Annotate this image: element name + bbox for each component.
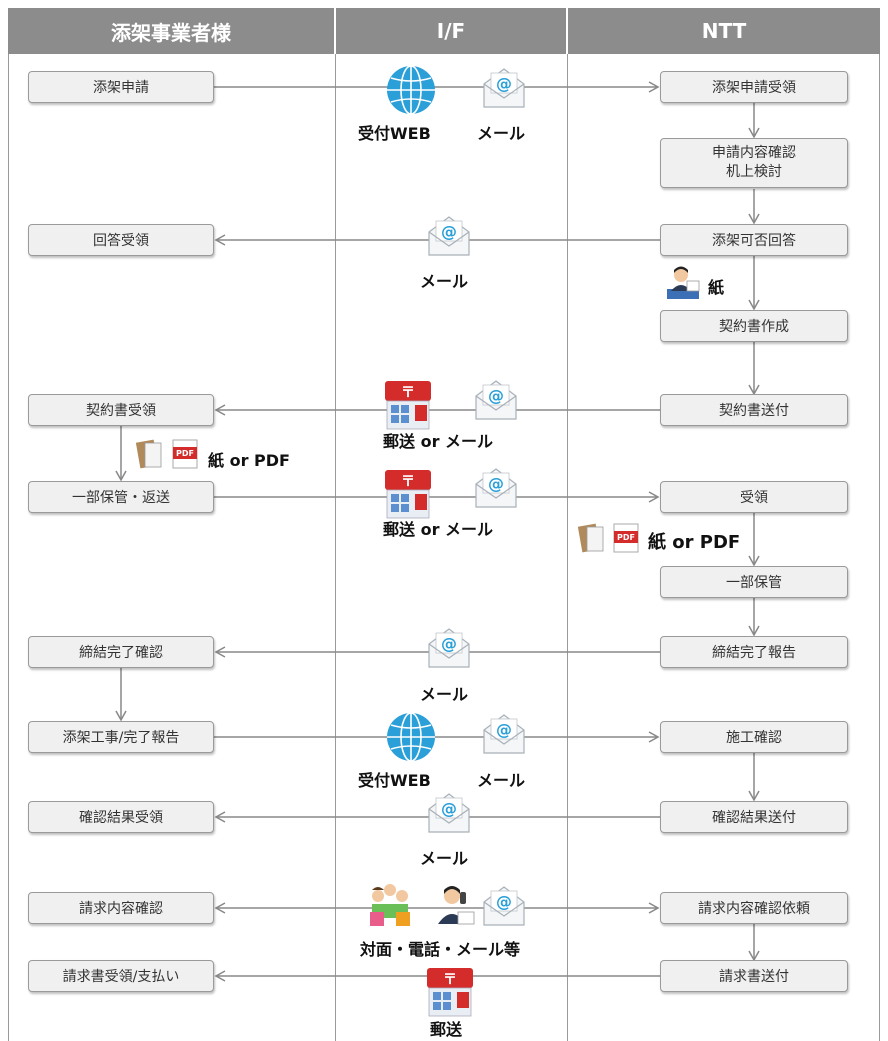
step-construction-report: 添架工事/完了報告 [28,721,214,753]
header-if: I/F [336,8,566,54]
mail-icon: @ [428,216,470,256]
step-keep-return: 一部保管・返送 [28,481,214,513]
globe-icon [387,65,435,115]
label-mail-1: メール [477,124,526,143]
step-desk-review: 申請内容確認机上検討 [660,138,848,188]
label-web-2: 受付WEB [358,771,431,790]
step-receive-answer: 回答受領 [28,224,214,256]
label-paper-or-pdf-1: 紙 or PDF [208,451,290,470]
mail-icon: @ [483,714,525,754]
label-post-or-mail-2: 郵送 or メール [383,520,494,539]
desk-review-line2: 机上検討 [726,164,782,180]
envelope-paper-icon [136,439,162,469]
svg-text:@: @ [488,386,504,405]
meeting-icon [370,884,410,926]
step-receive-invoice-pay: 請求書受領/支払い [28,960,214,992]
svg-text:〒: 〒 [443,972,457,988]
step-send-contract: 契約書送付 [660,394,848,426]
lane-divider-right [879,54,880,1041]
label-mail-2: メール [420,272,469,291]
svg-text:@: @ [441,222,457,241]
svg-text:@: @ [441,799,457,818]
step-check-construction: 施工確認 [660,721,848,753]
svg-text:PDF: PDF [176,449,194,458]
step-answer-approval: 添架可否回答 [660,224,848,256]
phone-worker-icon [438,886,475,925]
label-paper-or-pdf-2: 紙 or PDF [648,532,741,553]
label-paper: 紙 [708,278,725,297]
mail-icon: @ [475,380,517,420]
svg-text:@: @ [496,892,512,911]
postbox-icon: 〒 [385,470,431,519]
postbox-icon: 〒 [385,381,431,430]
svg-text:PDF: PDF [617,533,635,542]
step-create-contract: 契約書作成 [660,310,848,342]
header-ntt: NTT [568,8,880,54]
mail-icon: @ [483,886,525,926]
svg-text:@: @ [496,720,512,739]
mail-icon: @ [475,468,517,508]
step-apply: 添架申請 [28,71,214,103]
svg-text:〒: 〒 [401,385,415,401]
label-mail-4: メール [477,771,526,790]
label-post: 郵送 [430,1020,463,1039]
step-receive-return: 受領 [660,481,848,513]
step-report-completion: 締結完了報告 [660,636,848,668]
step-confirm-completion: 締結完了確認 [28,636,214,668]
svg-text:〒: 〒 [401,474,415,490]
envelope-paper-icon [578,523,604,553]
label-mail-5: メール [420,849,469,868]
step-send-invoice: 請求書送付 [660,960,848,992]
mail-icon: @ [483,68,525,108]
desk-review-line1: 申請内容確認 [712,145,796,162]
postbox-icon: 〒 [427,968,473,1017]
step-send-result: 確認結果送付 [660,801,848,833]
lane-divider-mid-right [567,54,568,1041]
header-operator: 添架事業者様 [8,8,334,54]
label-post-or-mail-1: 郵送 or メール [383,432,494,451]
mail-icon: @ [428,628,470,668]
step-check-billing: 請求内容確認 [28,892,214,924]
step-receive-contract: 契約書受領 [28,394,214,426]
label-face-phone-mail: 対面・電話・メール等 [360,940,521,959]
svg-text:@: @ [441,634,457,653]
step-keep-part: 一部保管 [660,566,848,598]
step-receive-result: 確認結果受領 [28,801,214,833]
lane-divider-left [8,54,9,1041]
label-web-1: 受付WEB [358,124,431,143]
mail-icon: @ [428,793,470,833]
step-receive-application: 添架申請受領 [660,71,848,103]
svg-text:@: @ [488,474,504,493]
step-request-billing-check: 請求内容確認依頼 [660,892,848,924]
pdf-icon: PDF [172,439,198,469]
globe-icon [387,712,435,762]
svg-text:@: @ [496,74,512,93]
pdf-icon: PDF [613,523,639,553]
lane-divider-mid-left [335,54,336,1041]
label-mail-3: メール [420,685,469,704]
office-worker-icon [667,266,700,299]
